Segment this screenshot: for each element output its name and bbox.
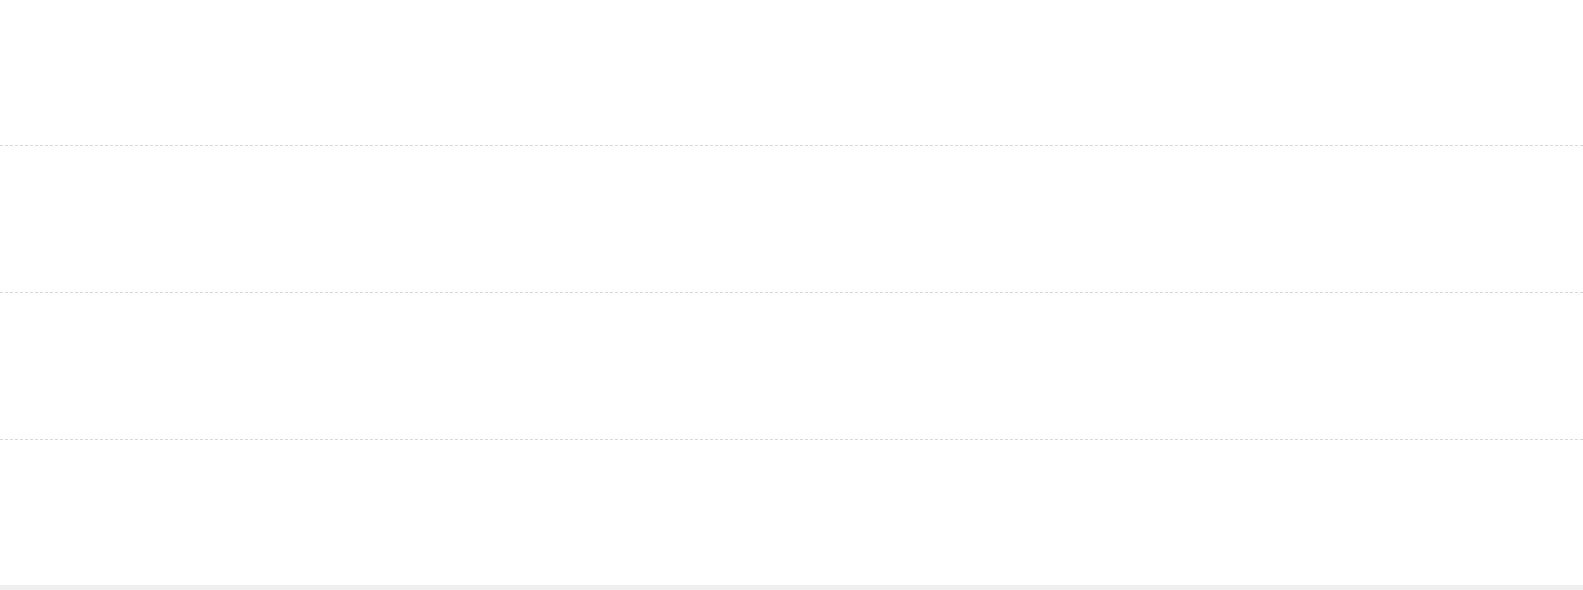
dashed-gridline-2 [0,292,1583,293]
bottom-border-strip [0,585,1583,590]
dashed-gridline-1 [0,145,1583,146]
dashed-gridline-3 [0,439,1583,440]
